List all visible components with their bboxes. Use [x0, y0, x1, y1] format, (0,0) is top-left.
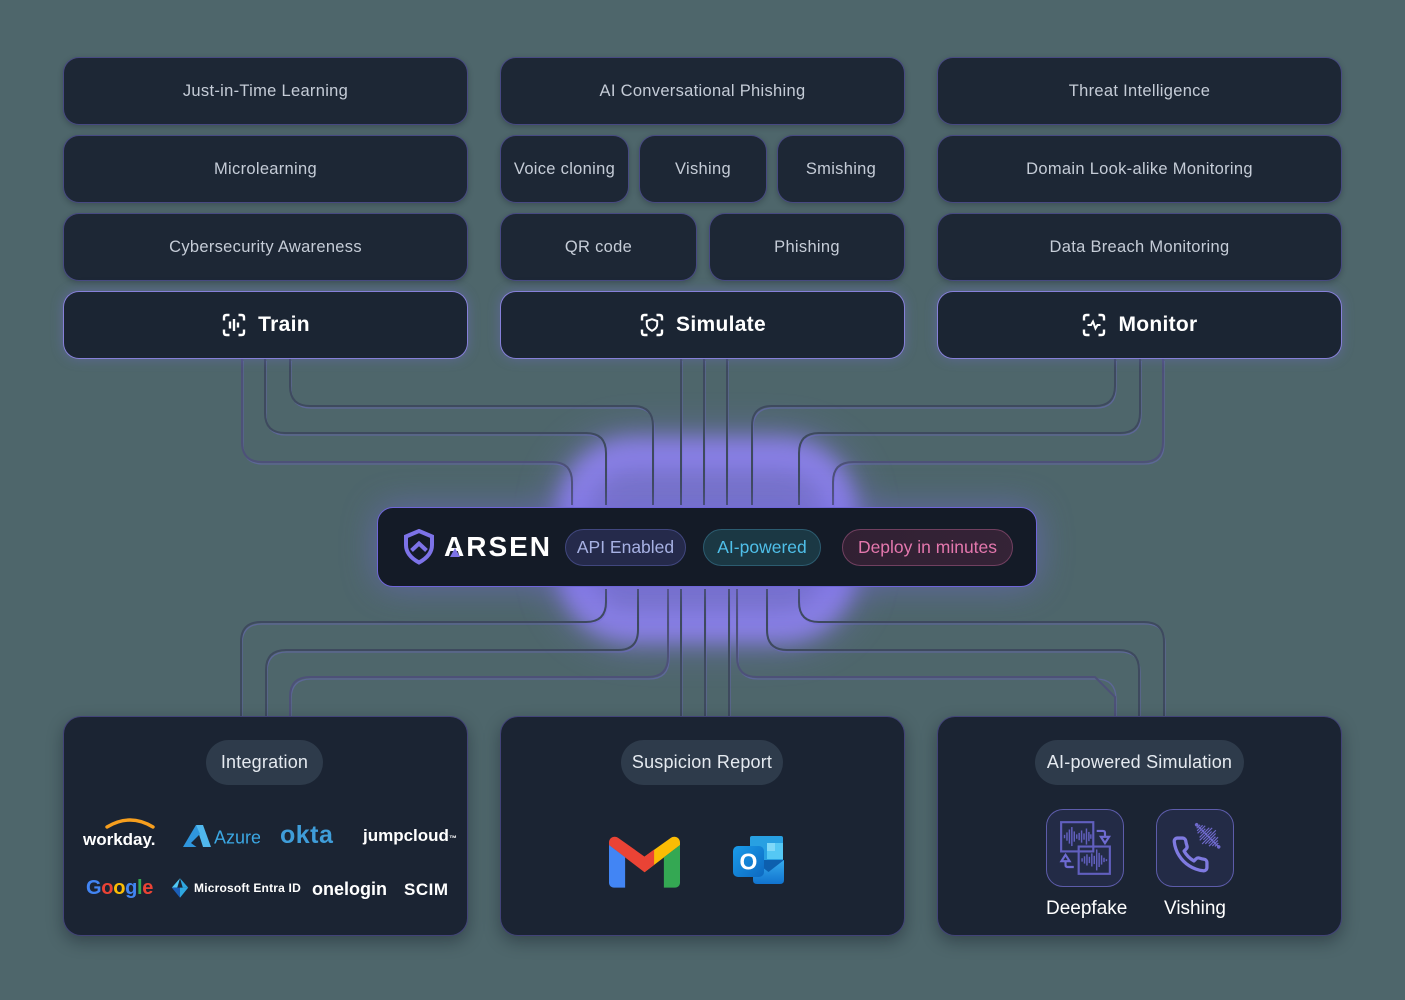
- svg-text:O: O: [740, 849, 758, 875]
- svg-text:workday.: workday.: [83, 830, 155, 848]
- svg-text:Azure: Azure: [214, 828, 260, 848]
